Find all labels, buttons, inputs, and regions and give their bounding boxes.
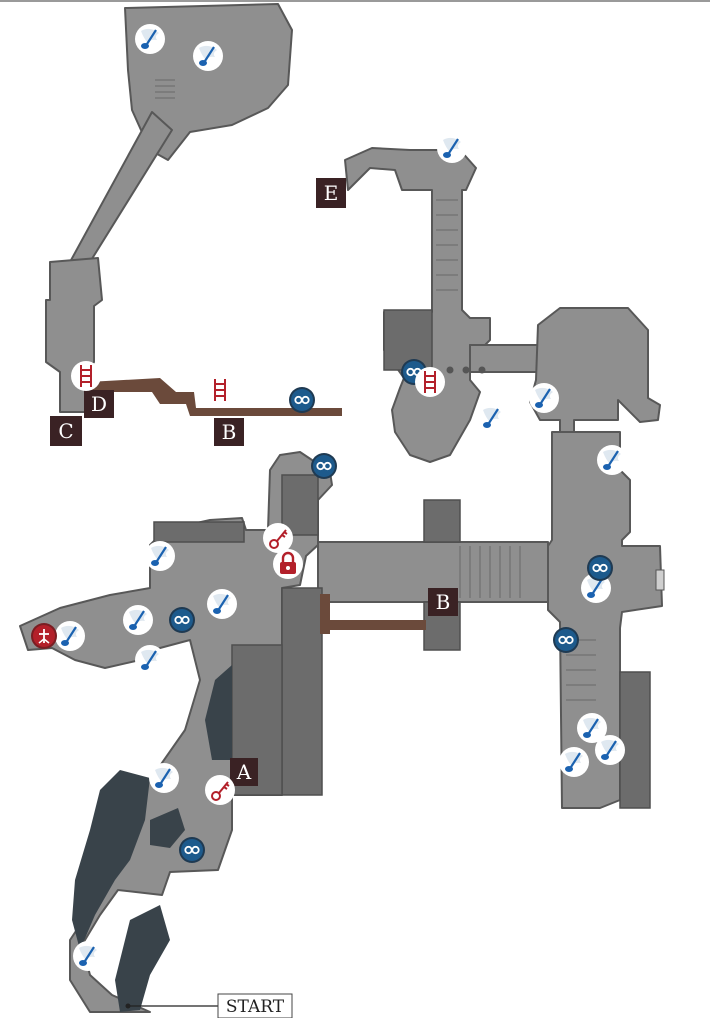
red-key-icon[interactable] xyxy=(204,774,236,806)
svg-text:D: D xyxy=(91,392,107,416)
marker-b-upper[interactable]: B xyxy=(214,418,244,446)
svg-text:START: START xyxy=(226,997,285,1017)
blue-orb-icon[interactable] xyxy=(586,554,614,582)
svg-text:E: E xyxy=(324,181,339,205)
foliage-west xyxy=(72,770,150,950)
svg-text:B: B xyxy=(222,420,237,444)
upper-bridge xyxy=(88,378,342,416)
blue-spirit-icon[interactable] xyxy=(436,132,468,164)
marker-e[interactable]: E xyxy=(316,178,346,208)
blue-spirit-icon[interactable] xyxy=(148,762,180,794)
wall-blocks xyxy=(153,309,651,809)
foliage-wall-edge xyxy=(205,665,232,760)
marker-c[interactable]: C xyxy=(50,416,82,446)
hall-stairs-hatch xyxy=(459,546,521,598)
blue-spirit-icon[interactable] xyxy=(206,588,238,620)
blue-spirit-icon[interactable] xyxy=(596,444,628,476)
foliage-center xyxy=(150,808,185,848)
blue-orb-icon[interactable] xyxy=(178,836,206,864)
blue-orb-icon[interactable] xyxy=(552,626,580,654)
marker-b-lower[interactable]: B xyxy=(428,588,458,616)
blue-spirit-icon[interactable] xyxy=(192,40,224,72)
east-long-hall xyxy=(547,431,663,809)
blue-spirit-icon[interactable] xyxy=(122,604,154,636)
blue-spirit-icon[interactable] xyxy=(144,540,176,572)
blue-spirit-icon[interactable] xyxy=(72,940,104,972)
blue-spirit-icon[interactable] xyxy=(558,746,590,778)
wall-block-east xyxy=(619,671,651,809)
north-stairs-hatch xyxy=(155,79,175,99)
east-stairs-hatch xyxy=(436,199,458,291)
blue-spirit-icon[interactable] xyxy=(476,402,508,434)
blue-spirit-icon[interactable] xyxy=(54,620,86,652)
courtyard xyxy=(19,451,333,1013)
north-tower-area xyxy=(124,3,293,161)
lower-bridge-rail xyxy=(320,620,426,630)
stair-details xyxy=(155,79,596,701)
red-special-orb-icon[interactable] xyxy=(30,622,58,650)
diagonal-corridor xyxy=(69,111,173,263)
start-point xyxy=(125,1003,131,1009)
blue-orb-icon[interactable] xyxy=(168,606,196,634)
svg-text:A: A xyxy=(236,760,252,784)
foliage-south xyxy=(115,905,170,1012)
blue-spirit-icon[interactable] xyxy=(134,23,166,55)
stairs-block-west xyxy=(153,521,245,543)
red-key-icon[interactable] xyxy=(262,522,294,554)
wall-block-courtyard xyxy=(281,587,323,796)
red-ladder-icon[interactable] xyxy=(70,360,102,392)
chapel-columns xyxy=(446,366,486,374)
bridges xyxy=(88,378,426,634)
top-border-line xyxy=(0,0,710,2)
wall-block-ne xyxy=(383,309,433,371)
marker-a[interactable]: A xyxy=(230,758,258,786)
red-ladder-icon[interactable] xyxy=(414,366,446,398)
svg-text:B: B xyxy=(436,590,451,614)
red-ladder-icon[interactable] xyxy=(204,374,236,406)
blue-spirit-icon[interactable] xyxy=(528,382,560,414)
lower-bridge-post xyxy=(320,594,330,634)
marker-d[interactable]: D xyxy=(84,390,114,418)
red-lock-icon[interactable] xyxy=(272,548,304,580)
blue-orb-icon[interactable] xyxy=(288,386,316,414)
blue-orb-icon[interactable] xyxy=(310,452,338,480)
blue-spirit-icon[interactable] xyxy=(134,644,166,676)
foliage xyxy=(72,665,232,1012)
east-stair-hall xyxy=(344,147,491,463)
svg-text:C: C xyxy=(58,419,73,443)
start-label[interactable]: START xyxy=(217,993,293,1018)
wall-block-corridor xyxy=(281,474,319,536)
blue-spirit-icon[interactable] xyxy=(594,734,626,766)
wall-block-north-bridge xyxy=(423,499,461,543)
altar xyxy=(655,569,665,591)
